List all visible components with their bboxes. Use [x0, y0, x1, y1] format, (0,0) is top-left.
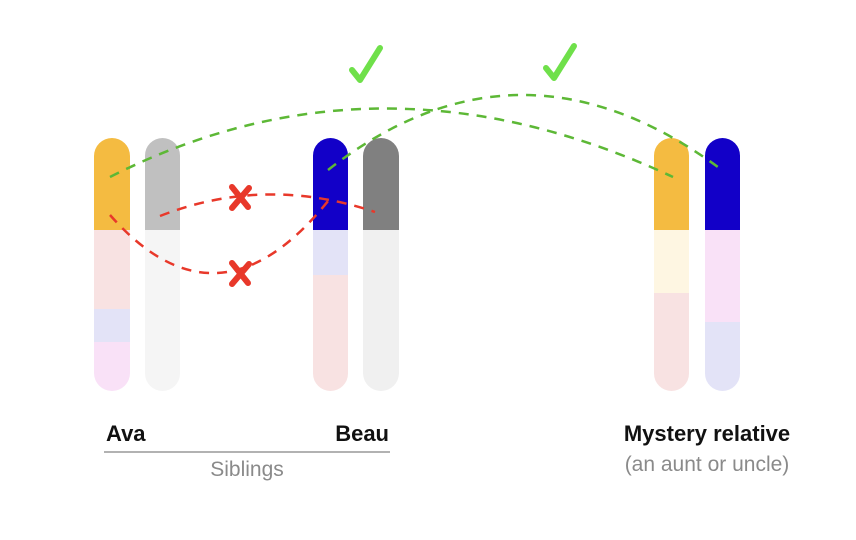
- beau-chromosome-1: [313, 138, 348, 391]
- check-icon: [543, 43, 577, 81]
- ava-label: Ava: [106, 421, 146, 446]
- ava-chromosome-2: [145, 138, 180, 391]
- mystery-relative-label: Mystery relative: [623, 421, 791, 446]
- cross-icon: [229, 260, 252, 287]
- mismatch-line-upper: [159, 193, 376, 218]
- ava-chromosome-1: [94, 138, 130, 391]
- mystery-chromosome-1: [654, 138, 689, 391]
- beau-chromosome-2: [363, 138, 399, 391]
- siblings-label: Siblings: [210, 458, 284, 481]
- mystery-relative-subtitle: (an aunt or uncle): [624, 453, 790, 476]
- check-icon: [349, 45, 383, 83]
- mismatch-line-lower: [109, 195, 333, 275]
- match-line-blue: [327, 93, 723, 172]
- mystery-chromosome-2: [705, 138, 740, 391]
- beau-label: Beau: [335, 421, 389, 446]
- cross-icon: [229, 184, 252, 211]
